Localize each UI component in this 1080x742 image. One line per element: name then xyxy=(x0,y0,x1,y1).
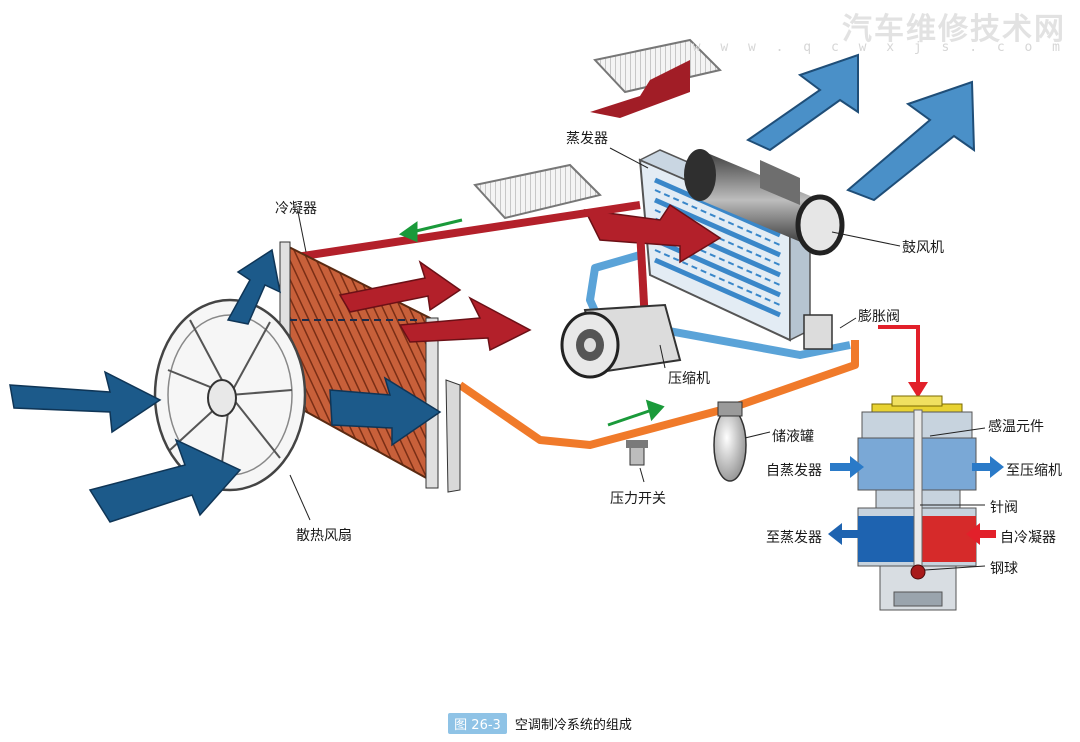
label-compressor: 压缩机 xyxy=(668,371,710,387)
air-filter-middle xyxy=(473,163,602,220)
label-to-evaporator: 至蒸发器 xyxy=(766,530,822,546)
label-condenser: 冷凝器 xyxy=(275,201,317,217)
pressure-switch xyxy=(626,440,648,466)
label-steel-ball: 钢球 xyxy=(990,561,1018,577)
figure-caption: 图 26-3 空调制冷系统的组成 xyxy=(0,713,1080,734)
label-evaporator: 蒸发器 xyxy=(566,131,608,147)
cooling-fan xyxy=(153,298,307,492)
figure-title: 空调制冷系统的组成 xyxy=(514,718,632,733)
leader-lines xyxy=(289,147,986,571)
liquid-line xyxy=(457,340,859,449)
section-flow-arrows xyxy=(828,456,1004,545)
flow-direction-arrows xyxy=(398,218,665,427)
receiver-drier xyxy=(713,401,747,482)
label-receiver-drier: 储液罐 xyxy=(772,429,814,445)
hot-air-arrows-condenser xyxy=(338,260,532,352)
air-filter-top xyxy=(590,38,722,118)
label-blower: 鼓风机 xyxy=(902,240,944,256)
label-to-compressor: 至压缩机 xyxy=(1006,463,1062,479)
watermark-title: 汽车维修技术网 xyxy=(842,12,1066,47)
outlet-air-arrows xyxy=(745,53,976,202)
watermark-url: w w w . q c w x j s . c o m xyxy=(692,40,1066,55)
warm-air-arrow-evaporator xyxy=(583,203,722,264)
expansion-valve-section xyxy=(857,395,977,611)
label-pressure-switch: 压力开关 xyxy=(610,491,666,507)
expansion-valve-body xyxy=(803,314,833,350)
cool-air-arrows-fan xyxy=(9,248,442,523)
label-from-evaporator: 自蒸发器 xyxy=(766,463,822,479)
label-sensing-element: 感温元件 xyxy=(988,419,1044,435)
blower-unit xyxy=(684,149,845,256)
figure-number: 图 26-3 xyxy=(448,713,507,734)
label-cooling-fan: 散热风扇 xyxy=(296,528,352,544)
label-from-condenser: 自冷凝器 xyxy=(1000,530,1056,546)
label-needle-valve: 针阀 xyxy=(990,500,1018,516)
compressor-unit xyxy=(560,303,682,379)
expansion-valve-pointer xyxy=(878,325,928,398)
label-expansion-valve: 膨胀阀 xyxy=(858,309,900,325)
